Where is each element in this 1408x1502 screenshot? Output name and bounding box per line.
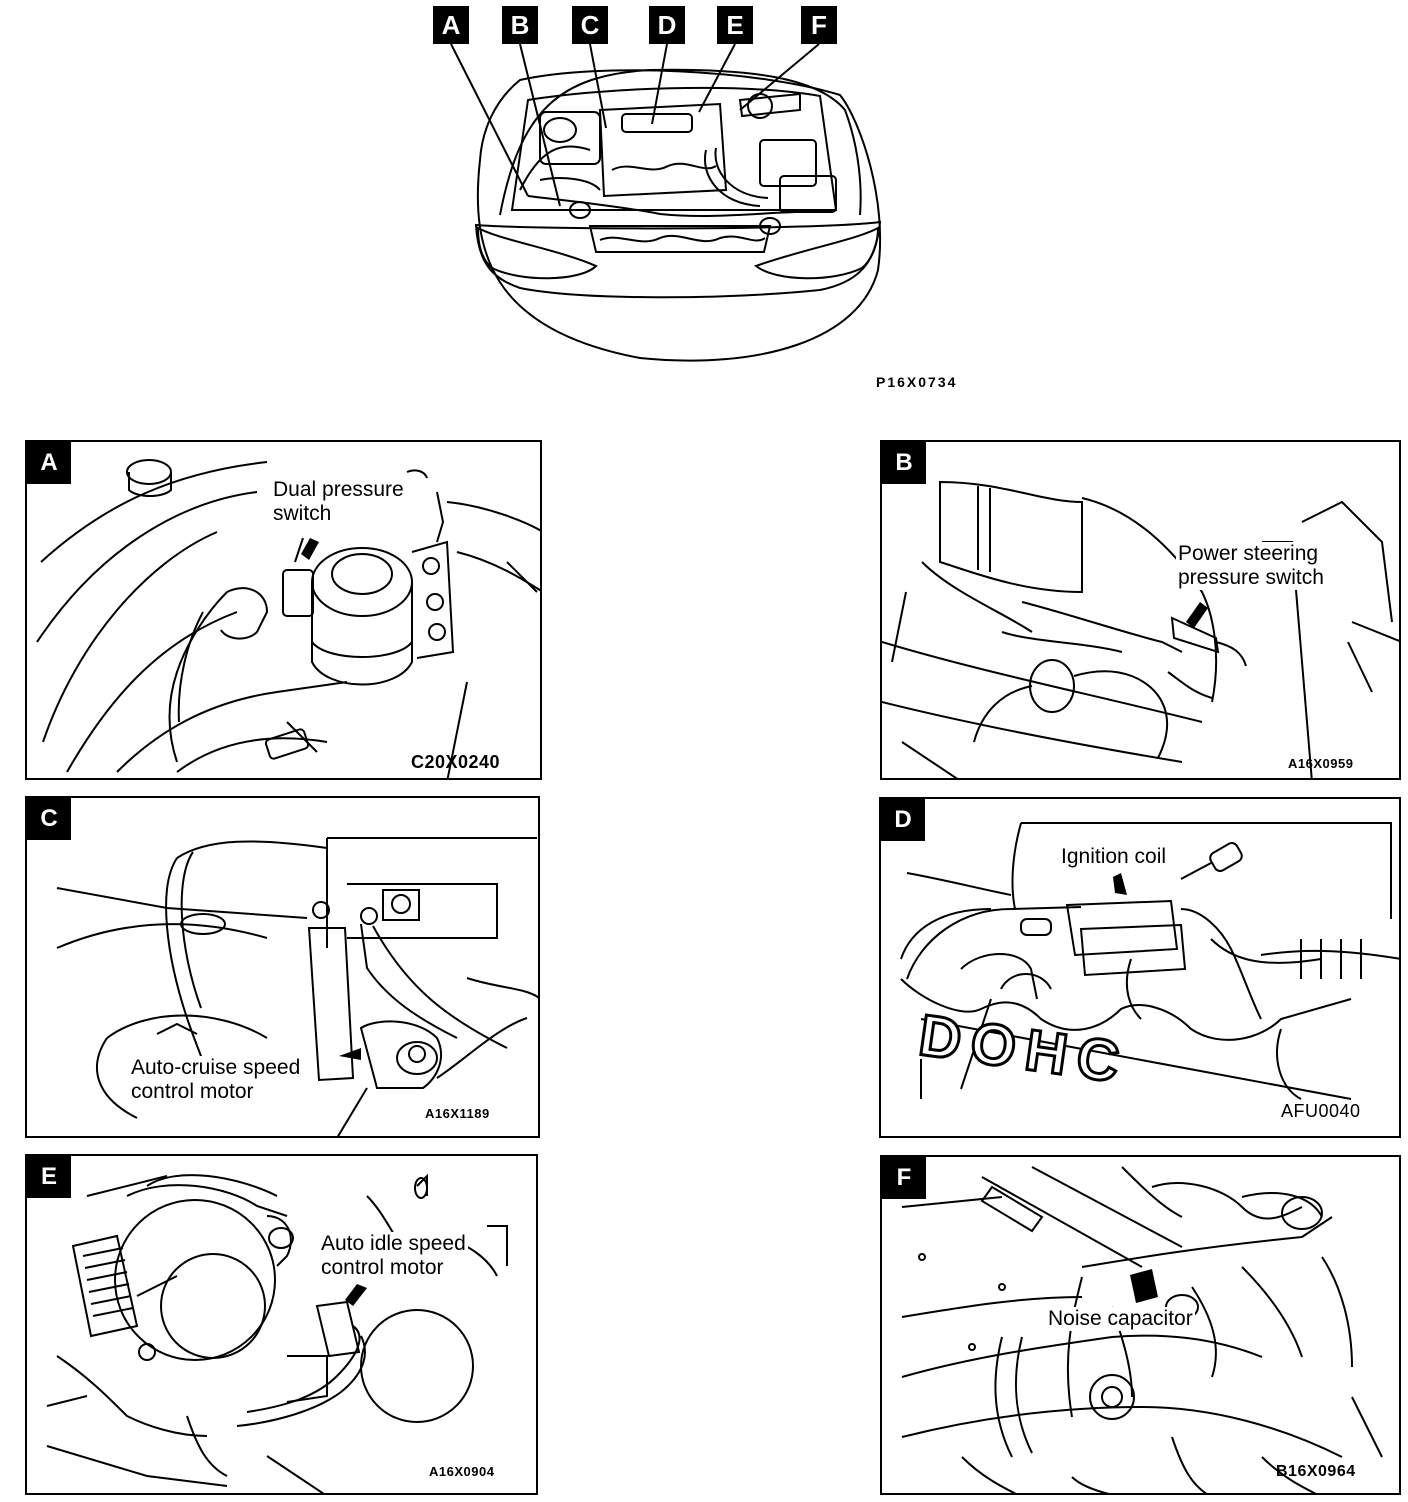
- panel-d-arrow: [1113, 873, 1127, 895]
- overview-label-a: A: [433, 6, 469, 44]
- panel-f: F Noise capacitor B16X0964: [880, 1155, 1401, 1495]
- panel-f-code: B16X0964: [1276, 1463, 1356, 1480]
- panel-a: A Dual pressure switch C20X0240: [25, 440, 542, 780]
- panel-b: B Power steering pressure switch A16X095…: [880, 440, 1401, 780]
- overview-label-c: C: [572, 6, 608, 44]
- panel-d-drawing: DOHC: [881, 799, 1401, 1138]
- panel-b-callout: Power steering pressure switch: [1176, 542, 1326, 590]
- panel-c-callout: Auto-cruise speed control motor: [129, 1056, 303, 1104]
- leader-e: [699, 44, 735, 112]
- overview-label-f: F: [801, 6, 837, 44]
- panel-b-letter: B: [882, 442, 926, 484]
- panel-e-code: A16X0904: [429, 1464, 495, 1479]
- car-front-drawing: [0, 0, 1408, 380]
- panel-e-callout: Auto idle speed control motor: [319, 1232, 468, 1280]
- panel-c-drawing: [27, 798, 540, 1138]
- overview-label-e: E: [717, 6, 753, 44]
- panel-e-drawing: [27, 1156, 538, 1495]
- panel-d-letter: D: [881, 799, 925, 841]
- panel-e-letter: E: [27, 1156, 71, 1198]
- dohc-cover-text: DOHC: [915, 1003, 1133, 1097]
- overview-figure-code: P16X0734: [876, 374, 958, 390]
- leader-d: [652, 44, 667, 124]
- panel-f-capacitor-mark: [1130, 1269, 1158, 1303]
- panel-c-code: A16X1189: [425, 1106, 490, 1121]
- panel-e: E Auto idle speed control motor A16X0904: [25, 1154, 538, 1495]
- panel-d-callout: Ignition coil: [1059, 845, 1169, 869]
- panel-a-letter: A: [27, 442, 71, 484]
- panel-a-code: C20X0240: [411, 752, 501, 772]
- panel-d: DOHC D Ignition coil AFU0040: [879, 797, 1401, 1138]
- overview-label-b: B: [502, 6, 538, 44]
- panel-b-drawing: [882, 442, 1401, 780]
- panel-c-arrow: [339, 1048, 361, 1060]
- panel-c: C Auto-cruise speed control motor A16X11…: [25, 796, 540, 1138]
- panel-f-drawing: [882, 1157, 1401, 1495]
- panel-a-callout: Dual pressure switch: [271, 478, 406, 526]
- panel-a-drawing: [27, 442, 542, 780]
- panel-f-callout: Noise capacitor: [1046, 1307, 1195, 1331]
- overview-label-d: D: [649, 6, 685, 44]
- panel-e-arrow: [345, 1284, 367, 1306]
- panel-b-code: A16X0959: [1288, 756, 1354, 771]
- panel-f-letter: F: [882, 1157, 926, 1199]
- panel-c-letter: C: [27, 798, 71, 840]
- panel-d-code: AFU0040: [1281, 1101, 1361, 1121]
- panel-b-arrow: [1186, 602, 1208, 628]
- panel-a-arrow: [301, 538, 319, 560]
- leader-c: [590, 44, 606, 128]
